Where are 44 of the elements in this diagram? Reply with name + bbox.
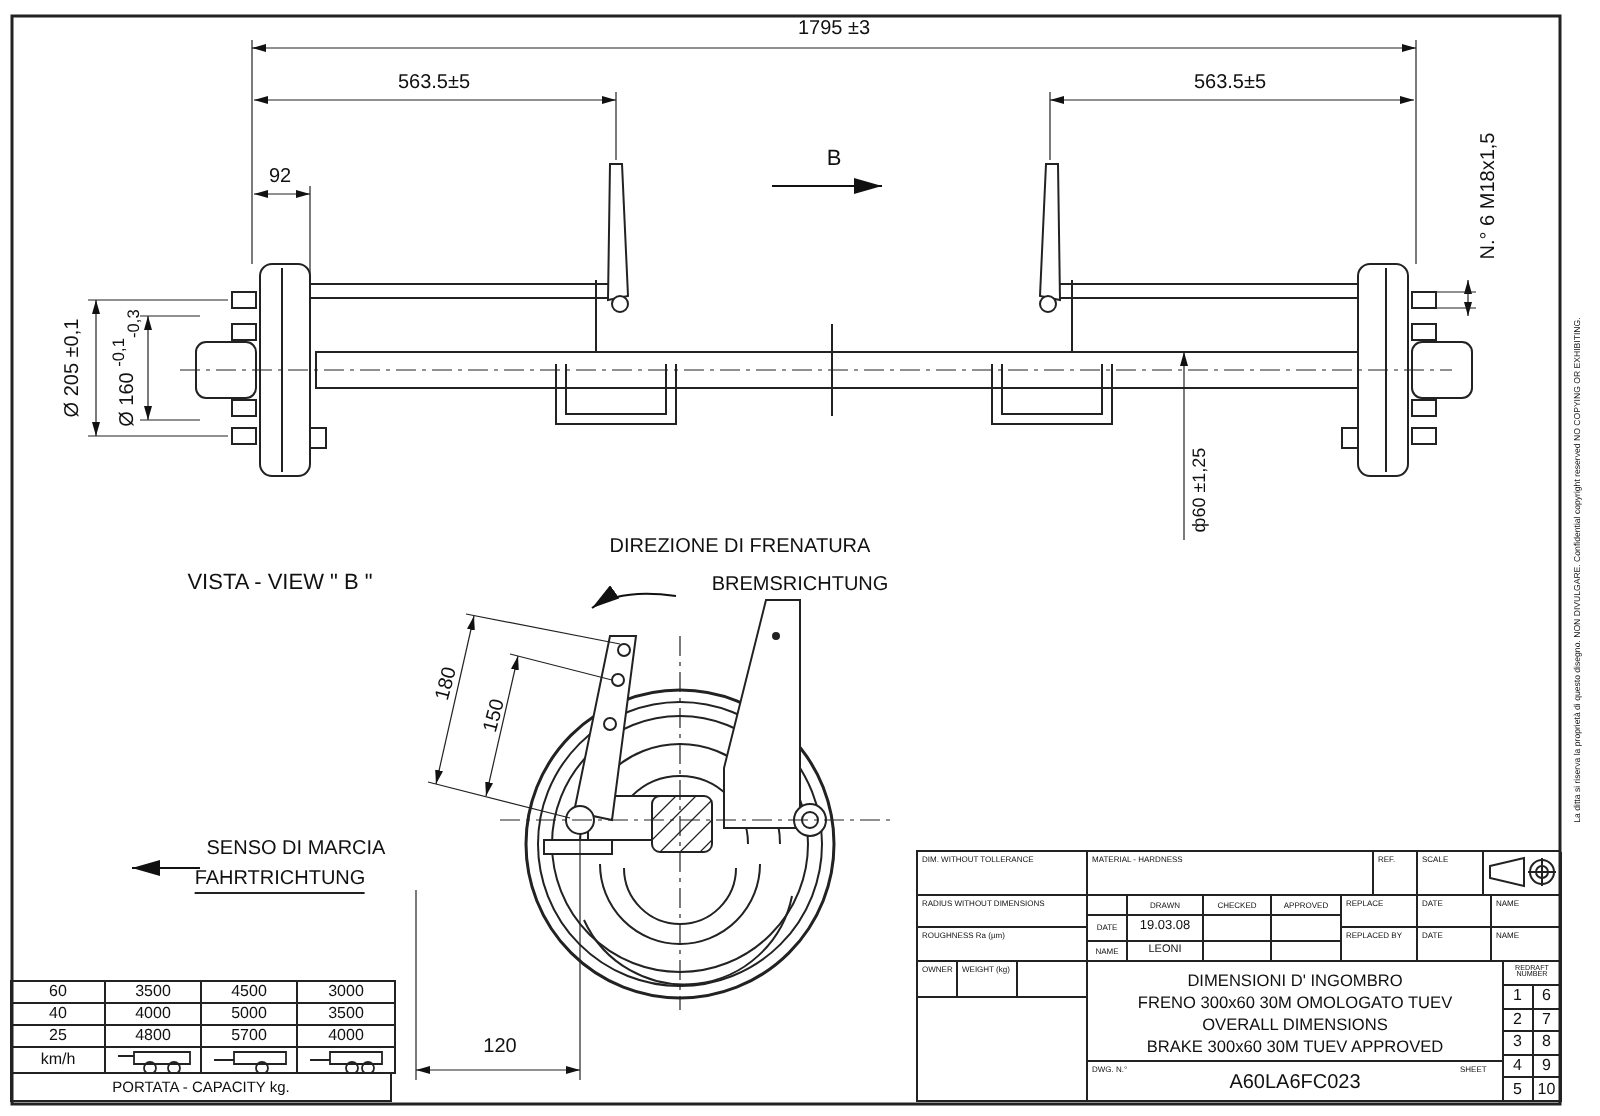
drawing-title: BRAKE 300x60 30M TUEV APPROVED xyxy=(1146,1038,1444,1056)
redraft-number: 10 xyxy=(1537,1081,1556,1098)
load-value: 4800 xyxy=(135,1027,171,1045)
direction-text: DIREZIONE DI FRENATURA xyxy=(609,538,871,558)
dimension-text: 1795 ±3 xyxy=(797,20,871,40)
drawing-title: OVERALL DIMENSIONS xyxy=(1202,1016,1388,1034)
speed-value: 40 xyxy=(49,1005,67,1023)
dimension-text: 180 xyxy=(434,665,462,703)
load-value: 3000 xyxy=(328,983,364,1001)
redraft-number: 4 xyxy=(1513,1057,1522,1075)
redraft-number: 2 xyxy=(1513,1011,1522,1029)
dimension-text: 563.5±5 xyxy=(397,74,471,94)
load-value: 5700 xyxy=(231,1027,267,1045)
redraft-number: 1 xyxy=(1513,988,1522,1005)
redraft-number: 8 xyxy=(1542,1034,1551,1052)
redraft-number: 9 xyxy=(1542,1057,1551,1075)
drawing-title: DIMENSIONI D' INGOMBRO xyxy=(1187,972,1403,990)
load-value: 3500 xyxy=(135,983,171,1001)
load-value: 3500 xyxy=(328,1005,364,1023)
dimension-text: 563.5±5 xyxy=(1193,74,1267,94)
redraft-number: 7 xyxy=(1542,1011,1551,1029)
dimension-text: 120 xyxy=(483,1038,517,1058)
redraft-number: 6 xyxy=(1542,988,1551,1005)
view-marker: B xyxy=(826,149,842,171)
load-value: 4000 xyxy=(328,1027,364,1045)
redraft-number: 5 xyxy=(1513,1081,1522,1098)
direction-text: SENSO DI MARCIA xyxy=(206,840,386,860)
dimension-text: 150 xyxy=(482,697,510,735)
drawing-number: A60LA6FC023 xyxy=(1229,1074,1361,1095)
direction-text: BREMSRICHTUNG xyxy=(711,576,889,596)
direction-text: FAHRTRICHTUNG xyxy=(194,870,366,894)
dimension-text: 92 xyxy=(268,168,292,188)
speed-value: 60 xyxy=(49,983,67,1001)
load-value: 4000 xyxy=(135,1005,171,1023)
drawing-title: FRENO 300x60 30M OMOLOGATO TUEV xyxy=(1137,994,1453,1012)
load-value: 4500 xyxy=(231,983,267,1001)
unit-header: km/h xyxy=(40,1051,76,1069)
thread-note: N.° 6 M18x1,5 xyxy=(1480,132,1500,260)
dimension-text: Ø 205 ±0,1 xyxy=(64,318,84,418)
load-value: 5000 xyxy=(231,1005,267,1023)
view-title: VISTA - VIEW " B " xyxy=(187,573,373,595)
speed-value: 25 xyxy=(49,1027,67,1045)
redraft-number: 3 xyxy=(1513,1034,1522,1052)
dimension-text: ф60 ±1,25 xyxy=(1191,447,1209,533)
